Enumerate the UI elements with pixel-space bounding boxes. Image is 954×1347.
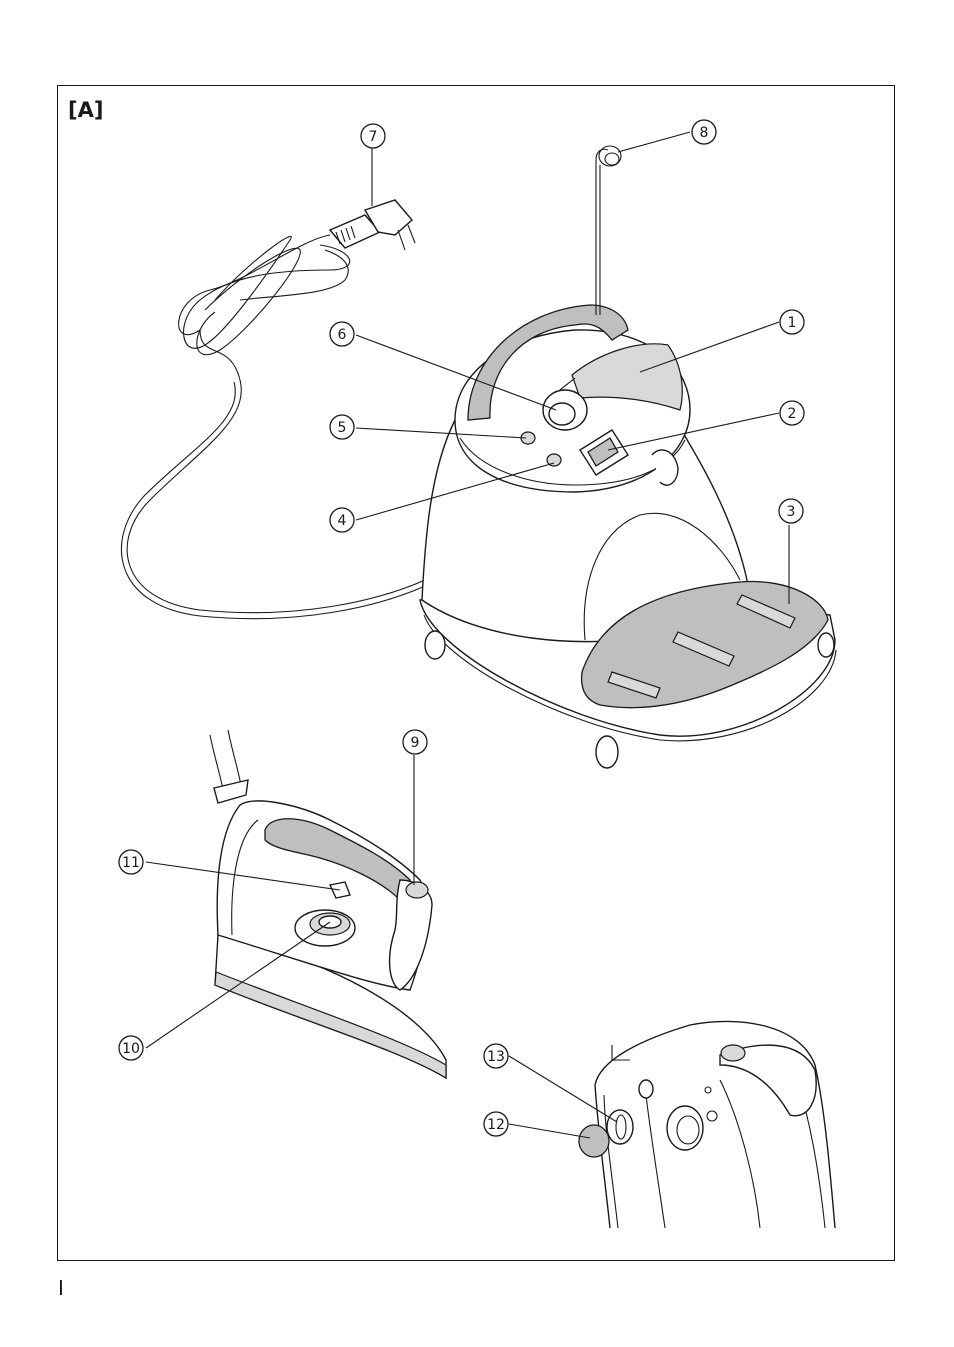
svg-text:7: 7: [369, 129, 378, 145]
svg-text:13: 13: [487, 1049, 505, 1065]
callout-8: 8: [692, 120, 716, 144]
callout-7: 7: [361, 124, 385, 148]
svg-text:8: 8: [700, 125, 709, 141]
svg-text:5: 5: [338, 420, 347, 436]
svg-text:1: 1: [788, 315, 797, 331]
svg-text:4: 4: [338, 513, 347, 529]
svg-text:11: 11: [122, 855, 140, 871]
callout-4: 4: [330, 508, 354, 532]
svg-text:6: 6: [338, 327, 347, 343]
callout-1: 1: [780, 310, 804, 334]
steam-iron: [210, 730, 446, 1078]
svg-text:3: 3: [787, 504, 796, 520]
callout-9: 9: [403, 730, 427, 754]
power-cord: [121, 235, 425, 619]
callout-6: 6: [330, 322, 354, 346]
svg-text:10: 10: [122, 1041, 140, 1057]
steam-station-base: [420, 146, 836, 768]
back-detail: [579, 1021, 835, 1228]
callout-5: 5: [330, 415, 354, 439]
svg-text:9: 9: [411, 735, 420, 751]
svg-text:12: 12: [487, 1117, 505, 1133]
callout-10: 10: [119, 1036, 143, 1060]
callout-13: 13: [484, 1044, 508, 1068]
power-plug: [330, 200, 415, 250]
callout-12: 12: [484, 1112, 508, 1136]
callout-2: 2: [780, 401, 804, 425]
svg-text:2: 2: [788, 406, 797, 422]
callout-11: 11: [119, 850, 143, 874]
callout-3: 3: [779, 499, 803, 523]
